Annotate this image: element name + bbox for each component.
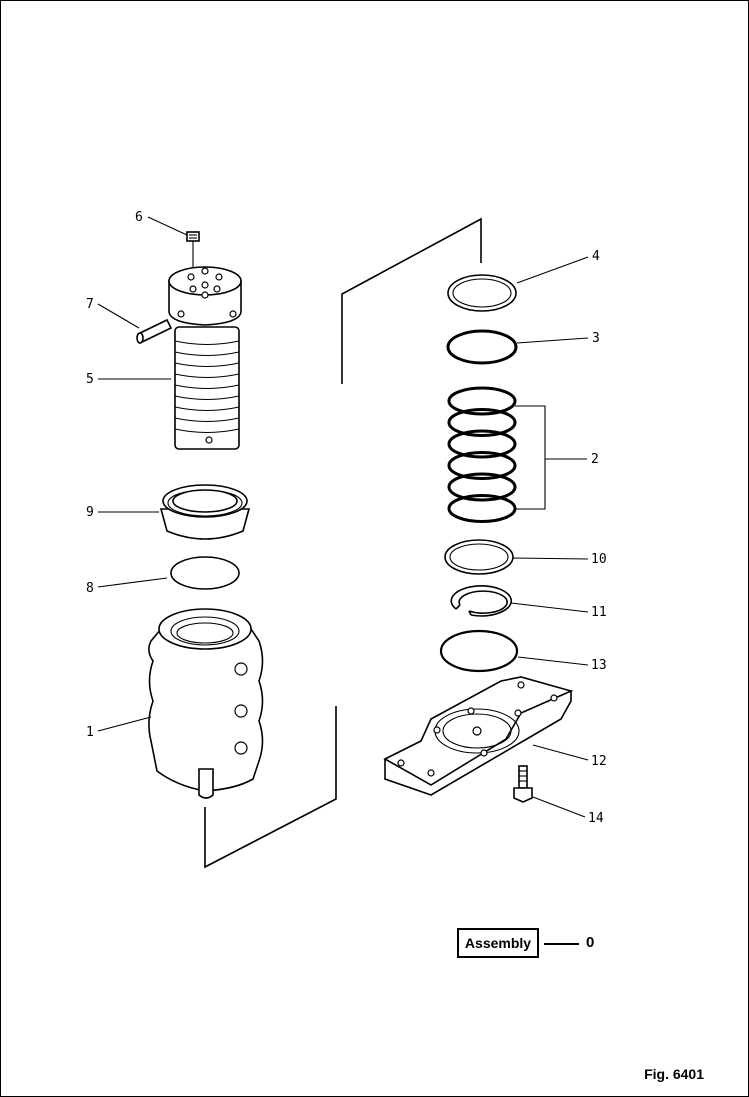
callout-13: 13 bbox=[591, 658, 607, 673]
callout-6: 6 bbox=[135, 210, 143, 225]
callout-12: 12 bbox=[591, 754, 607, 769]
callout-14: 14 bbox=[588, 811, 604, 826]
assembly-ref-number: 0 bbox=[586, 934, 595, 951]
part-5-swivel-shaft bbox=[168, 266, 242, 450]
callout-9: 9 bbox=[86, 505, 94, 520]
callout-labels: 6 7 5 9 8 1 4 3 2 10 11 13 12 14 bbox=[86, 210, 607, 826]
part-6-plug bbox=[186, 231, 200, 271]
assembly-label-box: Assembly bbox=[457, 928, 539, 958]
callout-7: 7 bbox=[86, 297, 94, 312]
callout-3: 3 bbox=[592, 331, 600, 346]
figure-number: Fig. 6401 bbox=[644, 1066, 704, 1082]
part-14-bolt bbox=[513, 765, 533, 803]
callout-10: 10 bbox=[591, 552, 607, 567]
part-2-seal-set bbox=[447, 386, 517, 523]
leader-lines bbox=[97, 216, 589, 818]
part-12-cover bbox=[383, 676, 574, 796]
part-11-snap-ring bbox=[450, 585, 513, 617]
part-1-swivel-body bbox=[148, 608, 264, 799]
assembly-leader-line bbox=[544, 943, 579, 945]
part-10-ring bbox=[444, 539, 514, 575]
callout-11: 11 bbox=[591, 605, 607, 620]
callout-4: 4 bbox=[592, 249, 600, 264]
callout-5: 5 bbox=[86, 372, 94, 387]
assembly-bracket bbox=[204, 217, 482, 869]
part-7-pin bbox=[136, 318, 173, 344]
callout-8: 8 bbox=[86, 581, 94, 596]
part-13-o-ring bbox=[439, 629, 519, 673]
callout-2: 2 bbox=[591, 452, 599, 467]
part-8-o-ring bbox=[170, 556, 240, 590]
callout-1: 1 bbox=[86, 725, 94, 740]
part-9-dust-seal bbox=[159, 484, 251, 540]
part-4-ring bbox=[447, 274, 517, 312]
part-3-o-ring bbox=[446, 329, 518, 365]
